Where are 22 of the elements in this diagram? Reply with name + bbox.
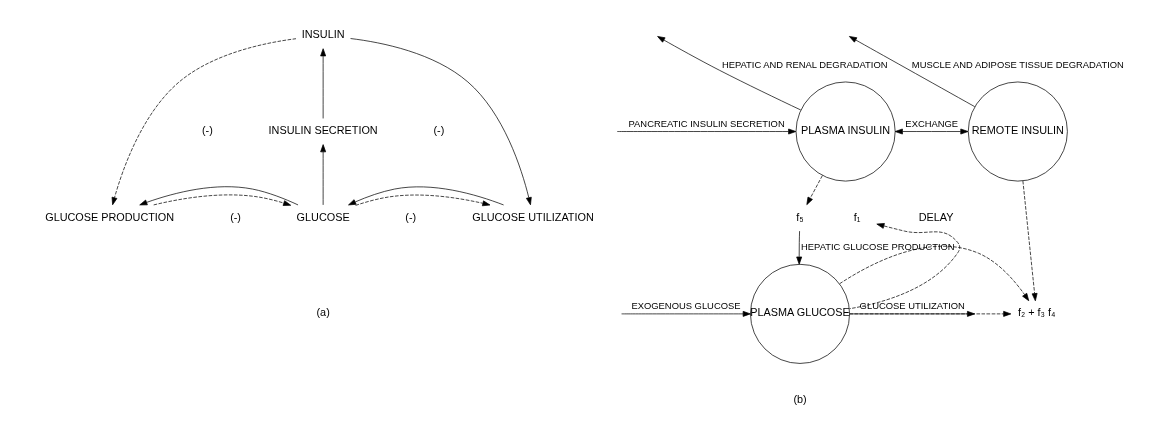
label: (a) <box>316 306 330 319</box>
node-text: f₂ + f₃ f₄ <box>1017 306 1055 319</box>
label: (-) <box>229 210 241 223</box>
edge-label: HEPATIC GLUCOSE PRODUCTION <box>800 241 955 253</box>
edge-label: EXOGENOUS GLUCOSE <box>630 300 741 312</box>
edge-label: HEPATIC AND RENAL DEGRADATION <box>721 58 888 70</box>
node-text: GLUCOSE UTILIZATION <box>471 210 594 223</box>
node-text: GLUCOSE PRODUCTION <box>44 210 174 223</box>
label: (-) <box>201 124 213 137</box>
edge-label: GLUCOSE UTILIZATION <box>859 300 965 312</box>
label: (b) <box>792 392 807 405</box>
node-text: INSULIN <box>301 28 345 41</box>
edge-label: EXCHANGE <box>904 117 958 129</box>
label: (-) <box>433 124 444 137</box>
label: (-) <box>404 210 416 223</box>
node-text: f₁ <box>853 210 861 223</box>
label: DELAY <box>918 210 953 223</box>
edge-label: MUSCLE AND ADIPOSE TISSUE DEGRADATION <box>911 58 1124 70</box>
node-text: f₅ <box>795 210 804 223</box>
edge-label: PANCREATIC INSULIN SECRETION <box>628 117 785 129</box>
node-text: INSULIN SECRETION <box>268 124 378 137</box>
node-text: GLUCOSE <box>296 210 350 223</box>
